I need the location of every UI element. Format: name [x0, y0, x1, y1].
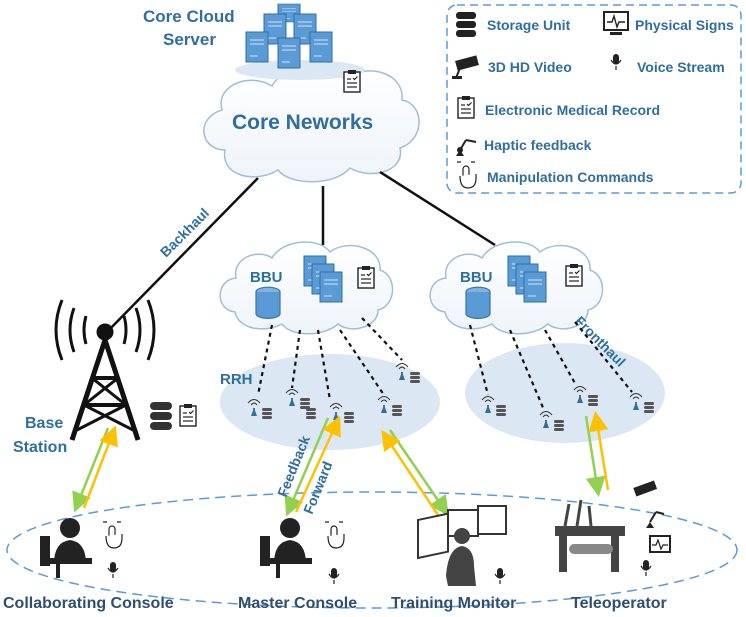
- forward-label: Forward: [300, 459, 336, 516]
- rrh-right-area: [465, 343, 665, 443]
- master-console-arrows: [284, 415, 341, 517]
- training-mic-icon: [494, 567, 506, 585]
- core-to-bbu-right-link: [379, 170, 496, 247]
- legend-hd-video: 3D HD Video: [488, 59, 572, 75]
- legend-box: [446, 4, 742, 194]
- legend-voice-stream: Voice Stream: [637, 59, 725, 75]
- legend-haptic: Haptic feedback: [484, 137, 592, 153]
- core-medical-record-icon: [343, 69, 361, 93]
- bbu-right-storage-icon: [465, 286, 491, 319]
- rrh-left-area: [220, 354, 440, 450]
- collaborating-hand-icon: [102, 521, 123, 549]
- teleoperator-arrows: [584, 411, 610, 497]
- bbu-left-storage-icon: [255, 286, 281, 319]
- base-station-tower: [54, 299, 156, 441]
- core-network-cloud: [203, 64, 420, 183]
- teleoperator-physical-signs-icon: [649, 535, 671, 553]
- master-console-label: Master Console: [238, 595, 357, 612]
- fronthaul-links-right: [468, 321, 633, 411]
- core-server-label-line1: Core Cloud: [143, 7, 235, 26]
- teleoperator-haptic-icon: [646, 511, 665, 528]
- master-mic-icon: [328, 567, 340, 585]
- core-network-label: Core Neworks: [232, 111, 373, 134]
- video-camera-icon: [452, 55, 479, 79]
- teleoperator-mic-icon: [640, 559, 652, 577]
- training-monitor-arrows: [381, 429, 449, 517]
- core-server-label-line2: Server: [163, 30, 216, 49]
- rrh-unit: [306, 408, 316, 419]
- physical-signs-icon: [603, 11, 629, 35]
- base-station-label-line1: Base: [25, 415, 63, 432]
- backhaul-link: [103, 177, 259, 336]
- collaborating-console-label: Collaborating Console: [3, 595, 174, 612]
- teleoperator-label: Teleoperator: [571, 595, 667, 612]
- bbu-right-medical-record-icon: [565, 263, 583, 287]
- collaborating-mic-icon: [107, 561, 119, 579]
- fronthaul-links-left: [256, 317, 403, 401]
- base-station-storage-icon: [150, 402, 172, 430]
- legend-physical-signs: Physical Signs: [635, 17, 734, 33]
- bbu-right-label: BBU: [460, 269, 493, 286]
- legend-emr: Electronic Medical Record: [485, 102, 660, 118]
- base-station-label-line2: Station: [13, 439, 67, 456]
- base-station-medical-record-icon: [179, 403, 197, 427]
- core-server-cluster: [245, 3, 333, 69]
- teleoperator-camera-icon: [633, 480, 658, 497]
- rrh-label: RRH: [220, 371, 253, 388]
- teleoperator-robot-icon: [555, 499, 625, 572]
- base-station-arrows: [72, 425, 118, 513]
- haptic-robot-icon: [456, 139, 477, 156]
- master-console-operator-icon: [260, 518, 312, 578]
- training-monitor-icon: [417, 505, 507, 586]
- legend-manipulation: Manipulation Commands: [487, 169, 654, 185]
- medical-record-icon: [457, 95, 475, 119]
- master-hand-icon: [324, 521, 345, 549]
- collaborating-console-operator-icon: [40, 518, 92, 578]
- storage-unit-icon: [456, 12, 476, 37]
- bbu-left-medical-record-icon: [357, 265, 375, 289]
- terminal-domain-ellipse: [6, 491, 738, 609]
- legend-storage-unit: Storage Unit: [487, 17, 571, 33]
- bbu-left-label: BBU: [250, 269, 283, 286]
- training-monitor-label: Training Monitor: [391, 595, 516, 612]
